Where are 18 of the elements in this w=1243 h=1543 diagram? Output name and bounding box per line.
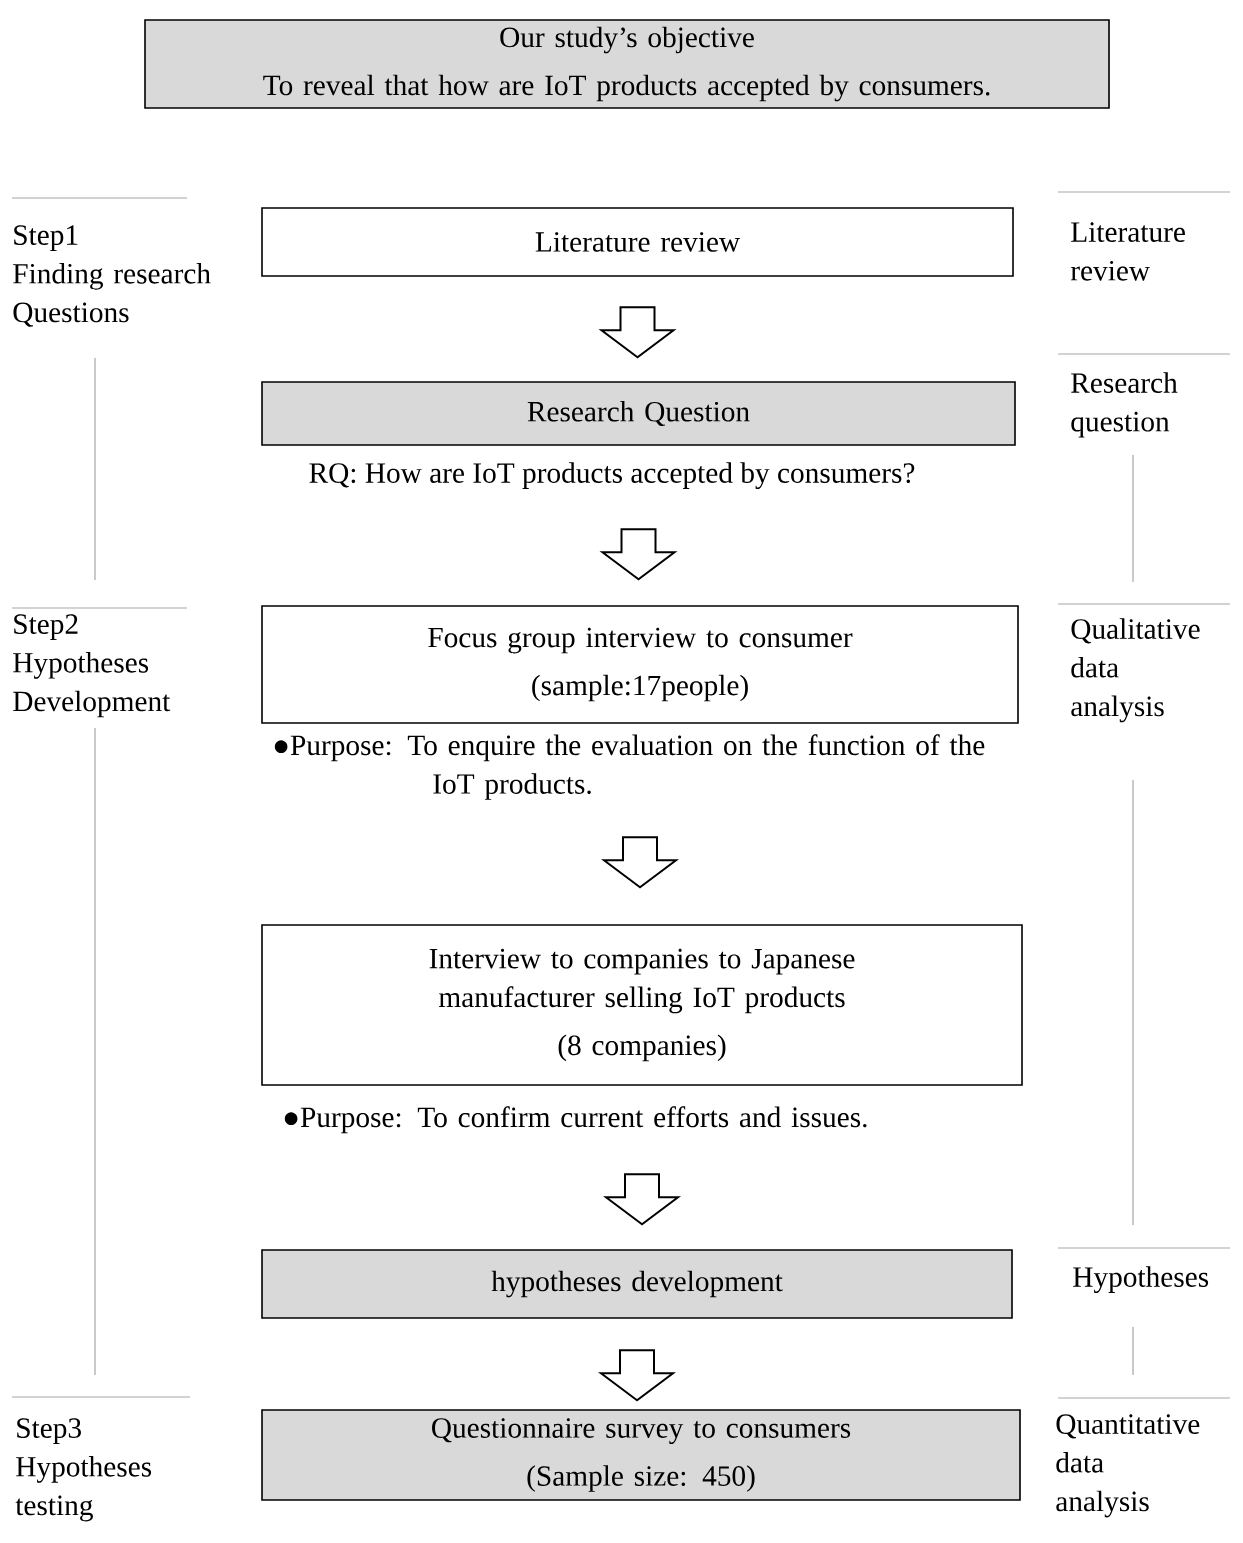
side-label: Step3 Hypotheses testing [15,1418,152,1522]
process-box: Focus group interview to consumer (sample:17people) [261,605,1019,724]
side-label: Qualitative data analysis [1071,618,1200,723]
note-text: RQ: How are IoT products accepted by consumers? [309,462,915,489]
side-label: Hypotheses [1073,1266,1209,1293]
note-text: ●Purpose: To enquire the evaluation on the function of the IoT products. [274,734,985,800]
note-text: ●Purpose: To confirm current efforts and issues. [284,1106,867,1134]
side-label: Literature review [1070,222,1185,281]
side-label: Step1 Finding research Questions [13,225,211,327]
process-box: hypotheses development [261,1249,1013,1319]
objective-box: Our study’s objective To reveal that how are IoT products accepted by consumers. [144,19,1110,109]
side-label: Quantitative data analysis [1056,1414,1200,1518]
process-box: Questionnaire survey to consumers (Sample size: 450) [261,1409,1021,1501]
process-box: Literature review [261,207,1014,277]
side-label: Step2 Hypotheses Development [13,614,171,718]
process-box: Interview to companies to Japanese manufacturer selling IoT products (8 companies) [261,924,1023,1086]
process-box: Research Question [261,381,1016,446]
side-label: Research question [1071,372,1178,438]
